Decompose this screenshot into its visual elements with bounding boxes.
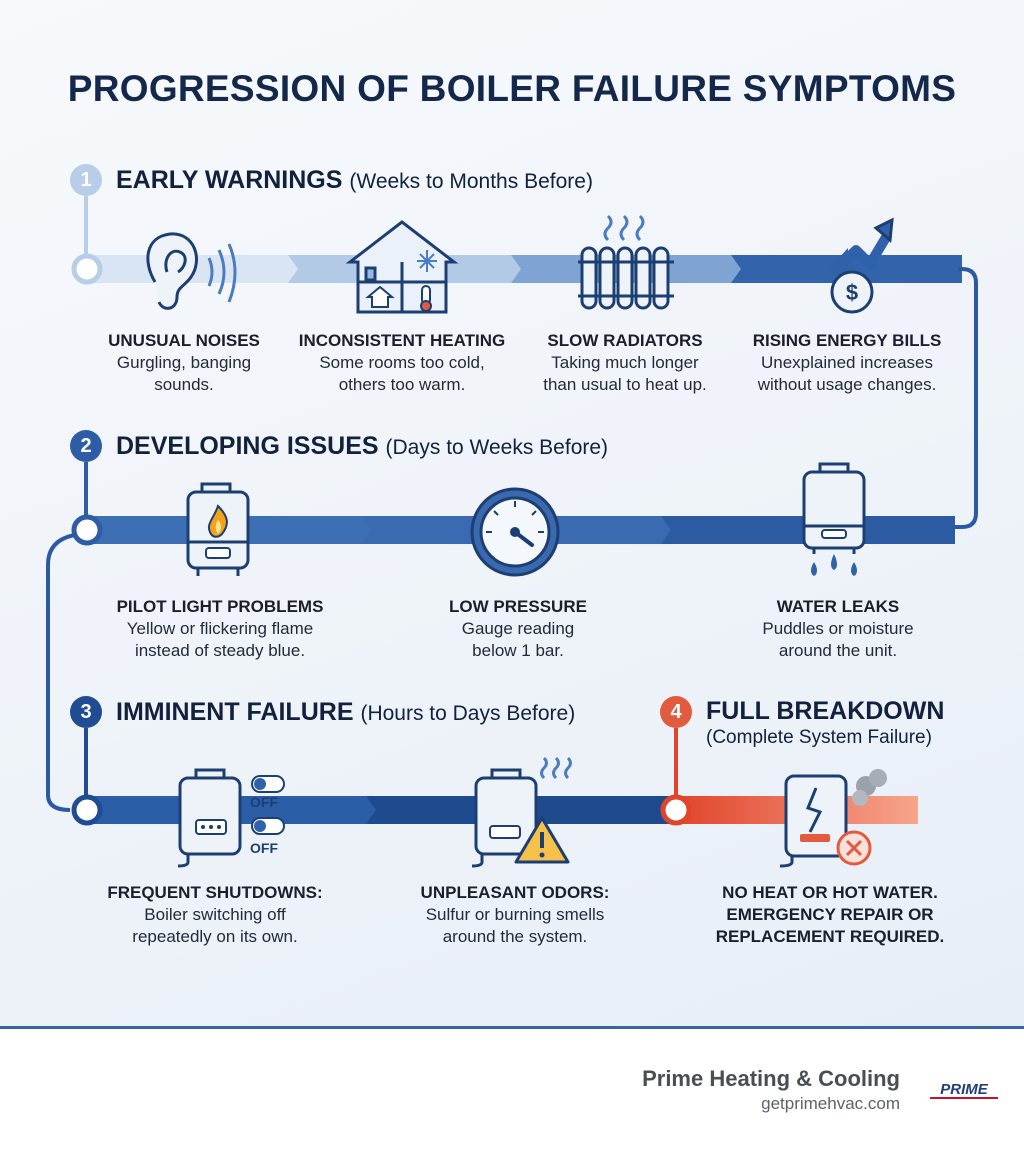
stage1-name: EARLY WARNINGS [116, 166, 343, 194]
symptom-label: UNUSUAL NOISES [108, 331, 260, 350]
footer [0, 1026, 1024, 1157]
prime-logo: PRIME [924, 1080, 1004, 1102]
breakdown-node [660, 794, 692, 826]
symptom-unpleasant-odors: UNPLEASANT ODORS: Sulfur or burning smel… [400, 882, 630, 948]
broken-boiler-icon [779, 769, 887, 868]
boiler-off-switches-icon [177, 768, 285, 868]
row3-arrow-band [90, 796, 676, 824]
stage3-badge: 3 [70, 696, 102, 728]
stage2-timeframe: (Days to Weeks Before) [385, 436, 609, 459]
boiler-flame-icon [186, 482, 250, 576]
stage2-badge: 2 [70, 430, 102, 462]
company-website[interactable]: getprimehvac.com [761, 1094, 900, 1113]
stage2-name: DEVELOPING ISSUES [116, 432, 379, 460]
symptom-pilot-light-problems: PILOT LIGHT PROBLEMS Yellow or flickerin… [100, 596, 340, 662]
switch-off-label: OFF [250, 840, 278, 856]
company-info: Prime Heating & Cooling getprimehvac.com [642, 1066, 900, 1114]
stage1-badge: 1 [70, 164, 102, 196]
row2-start-node [71, 514, 103, 546]
stage3-heading: IMMINENT FAILURE (Hours to Days Before) [116, 698, 575, 727]
house-thermometer-icon [345, 220, 459, 314]
stage4-timeframe: (Complete System Failure) [706, 727, 932, 748]
stage3-name: IMMINENT FAILURE [116, 698, 354, 726]
page-title: PROGRESSION OF BOILER FAILURE SYMPTOMS [67, 68, 957, 109]
row3-start-node [71, 794, 103, 826]
row1-start-node [71, 253, 103, 285]
stage1-heading: EARLY WARNINGS (Weeks to Months Before) [116, 166, 593, 195]
rising-cost-icon: $ [828, 217, 894, 314]
symptom-label: WATER LEAKS [776, 597, 900, 616]
breakdown-outcome: NO HEAT OR HOT WATER. EMERGENCY REPAIR O… [715, 883, 945, 946]
company-name: Prime Heating & Cooling [642, 1066, 900, 1091]
left-return-connector [46, 533, 76, 812]
stage3-timeframe: (Hours to Days Before) [360, 702, 576, 725]
symptom-label: SLOW RADIATORS [547, 331, 703, 350]
symptom-rising-energy-bills: RISING ENERGY BILLS Unexplained increase… [740, 330, 954, 396]
stage1-timeframe: (Weeks to Months Before) [349, 170, 593, 193]
symptom-label: LOW PRESSURE [449, 597, 587, 616]
symptom-label: PILOT LIGHT PROBLEMS [116, 597, 324, 616]
ear-icon [146, 232, 237, 310]
stage4-name: FULL BREAKDOWN [706, 697, 945, 725]
symptom-inconsistent-heating: INCONSISTENT HEATING Some rooms too cold… [282, 330, 522, 396]
boiler-warning-icon [471, 756, 572, 868]
symptom-label: INCONSISTENT HEATING [298, 331, 506, 350]
stage4-badge: 4 [660, 696, 692, 728]
stage2-heading: DEVELOPING ISSUES (Days to Weeks Before) [116, 432, 608, 461]
right-return-connector [950, 267, 978, 529]
symptom-frequent-shutdowns: FREQUENT SHUTDOWNS: Boiler switching off… [100, 882, 330, 948]
switch-off-label: OFF [250, 794, 278, 810]
svg-text:$: $ [846, 280, 858, 305]
symptom-desc: Some rooms too cold,others too warm. [319, 353, 485, 394]
radiator-icon [578, 214, 674, 310]
pressure-gauge-icon [470, 487, 560, 577]
boiler-leak-icon [802, 462, 866, 576]
symptom-label: UNPLEASANT ODORS: [420, 883, 610, 902]
logo-text: PRIME [940, 1081, 989, 1098]
symptom-label: RISING ENERGY BILLS [752, 331, 942, 350]
symptom-label: FREQUENT SHUTDOWNS: [107, 883, 323, 902]
